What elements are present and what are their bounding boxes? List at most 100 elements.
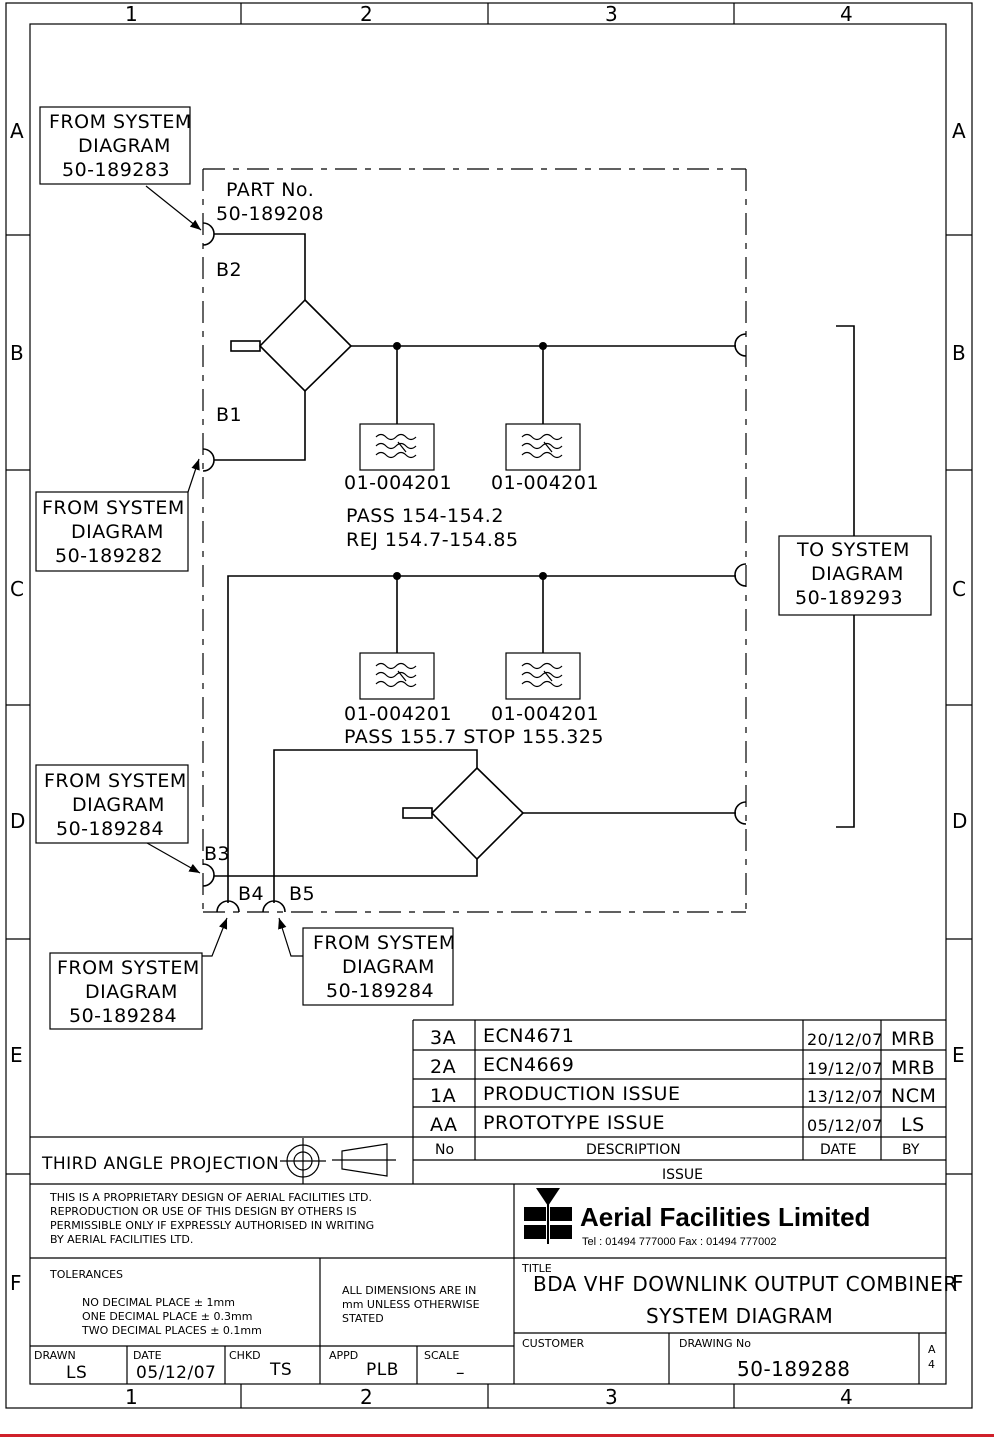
sheet-border (5, 2, 973, 1409)
rev-by: MRB (891, 1028, 935, 1050)
drawing-title: BDA VHF DOWNLINK OUTPUT COMBINER (533, 1272, 958, 1296)
row-label-left: B (10, 341, 25, 365)
column-label-top: 3 (605, 2, 619, 26)
dimensions-note: STATED (342, 1312, 384, 1325)
svg-text:50-189284: 50-189284 (69, 1005, 177, 1027)
svg-text:FROM SYSTEM: FROM SYSTEM (49, 111, 192, 133)
bandpass-filter-icon (359, 652, 435, 700)
proprietary-notice: THIS IS A PROPRIETARY DESIGN OF AERIAL F… (49, 1191, 374, 1246)
company-logo (524, 1188, 572, 1244)
tolerance-line: NO DECIMAL PLACE ± 1mm (82, 1296, 235, 1309)
checked-by: TS (269, 1360, 292, 1380)
lower-combiner (214, 749, 736, 903)
drawing-number: 50-189288 (737, 1357, 851, 1381)
arrow (146, 842, 201, 874)
column-label-bottom: 3 (605, 1385, 619, 1409)
from-system-box: FROM SYSTEM DIAGRAM 50-189284 (49, 952, 203, 1030)
scale-label: SCALE (424, 1349, 459, 1362)
port-label-b5: B5 (289, 883, 315, 905)
drawn-date: 05/12/07 (136, 1363, 216, 1383)
svg-text:FROM SYSTEM: FROM SYSTEM (44, 770, 187, 792)
checked-label: CHKD (229, 1349, 261, 1362)
row-label-right: E (952, 1043, 966, 1067)
rev-issue-label: ISSUE (662, 1167, 703, 1183)
rev-header-date: DATE (820, 1142, 856, 1158)
drawing-no-label: DRAWING No (679, 1337, 751, 1350)
filter-part-number: 01-004201 (491, 472, 599, 494)
svg-text:REPRODUCTION OR USE OF THIS DE: REPRODUCTION OR USE OF THIS DESIGN BY OT… (50, 1205, 357, 1218)
svg-text:50-189284: 50-189284 (56, 818, 164, 840)
column-label-top: 1 (125, 2, 139, 26)
sheet-size: A (928, 1343, 936, 1356)
row-label-left: F (10, 1271, 23, 1295)
svg-text:PERMISSIBLE ONLY IF EXPRESSLY: PERMISSIBLE ONLY IF EXPRESSLY AUTHORISED… (50, 1219, 374, 1232)
rev-header-by: BY (902, 1142, 920, 1158)
svg-text:FROM SYSTEM: FROM SYSTEM (57, 957, 200, 979)
tolerance-line: TWO DECIMAL PLACES ± 0.1mm (81, 1324, 262, 1337)
arrow (187, 458, 200, 493)
row-label-right: D (952, 809, 968, 833)
dimensions-note: ALL DIMENSIONS ARE IN (342, 1284, 476, 1297)
drawing-subtitle: SYSTEM DIAGRAM (646, 1304, 833, 1328)
svg-text:50-189293: 50-189293 (795, 587, 903, 609)
from-system-box: FROM SYSTEM DIAGRAM 50-189284 (302, 927, 455, 1006)
rev-no: 3A (430, 1027, 456, 1049)
to-system-box: TO SYSTEM DIAGRAM 50-189293 (778, 535, 932, 616)
rev-header-description: DESCRIPTION (586, 1142, 681, 1158)
bandpass-filter-icon (359, 423, 435, 471)
connectors (202, 222, 747, 913)
rev-by: MRB (891, 1057, 935, 1079)
rev-description: PROTOTYPE ISSUE (483, 1112, 665, 1134)
rev-description: PRODUCTION ISSUE (483, 1083, 680, 1105)
dimensions-note: mm UNLESS OTHERWISE (342, 1298, 480, 1311)
rev-no: 1A (430, 1085, 456, 1107)
svg-text:DIAGRAM: DIAGRAM (78, 135, 171, 157)
port-label-b4: B4 (238, 883, 264, 905)
from-system-box: FROM SYSTEM DIAGRAM 50-189282 (35, 491, 189, 572)
svg-text:DIAGRAM: DIAGRAM (342, 956, 435, 978)
drawn-by: LS (66, 1363, 87, 1383)
row-label-left: A (10, 119, 25, 143)
svg-text:FROM SYSTEM: FROM SYSTEM (42, 497, 185, 519)
grid-labels: 1 2 3 4 1 2 3 4 A B C D E F A B C D E F (10, 2, 968, 1409)
title-block-lines (30, 1136, 946, 1384)
filter-part-number: 01-004201 (344, 472, 452, 494)
drawn-label: DRAWN (34, 1349, 76, 1362)
company-contact: Tel : 01494 777000 Fax : 01494 777002 (582, 1236, 777, 1248)
tolerances-label: TOLERANCES (49, 1268, 123, 1281)
svg-text:50-189282: 50-189282 (55, 545, 163, 567)
junction-dot (539, 572, 547, 580)
junction-dot (539, 342, 547, 350)
column-label-bottom: 1 (125, 1385, 139, 1409)
third-angle-projection-icon (280, 1138, 396, 1184)
svg-text:TO SYSTEM: TO SYSTEM (796, 539, 910, 561)
filter-note: REJ 154.7-154.85 (346, 529, 519, 551)
sheet-size: 4 (928, 1358, 935, 1371)
arrow (202, 917, 228, 957)
row-label-right: C (952, 577, 967, 601)
svg-text:50-189283: 50-189283 (62, 159, 170, 181)
svg-text:BY AERIAL FACILITIES LTD.: BY AERIAL FACILITIES LTD. (50, 1233, 193, 1246)
bandpass-filter-icon (505, 652, 581, 700)
rev-no: AA (430, 1114, 458, 1136)
from-system-box: FROM SYSTEM DIAGRAM 50-189283 (39, 106, 192, 185)
port-label-b2: B2 (216, 259, 242, 281)
svg-text:PART No.: PART No. (226, 179, 314, 201)
projection-label: THIRD ANGLE PROJECTION (41, 1154, 279, 1174)
row-label-right: B (952, 341, 967, 365)
svg-text:50-189208: 50-189208 (216, 203, 324, 225)
row-label-right: F (952, 1271, 965, 1295)
filter-note: PASS 155.7 STOP 155.325 (344, 726, 604, 748)
approved-by: PLB (366, 1360, 399, 1380)
date-label: DATE (133, 1349, 162, 1362)
svg-text:DIAGRAM: DIAGRAM (85, 981, 178, 1003)
svg-text:DIAGRAM: DIAGRAM (72, 794, 165, 816)
part-number-label: PART No. 50-189208 (216, 179, 324, 225)
filter-note: PASS 154-154.2 (346, 505, 504, 527)
title-label: TITLE (521, 1262, 552, 1275)
svg-text:50-189284: 50-189284 (326, 980, 434, 1002)
column-label-bottom: 4 (840, 1385, 854, 1409)
rev-by: LS (901, 1114, 925, 1136)
revision-table (412, 1019, 946, 1160)
